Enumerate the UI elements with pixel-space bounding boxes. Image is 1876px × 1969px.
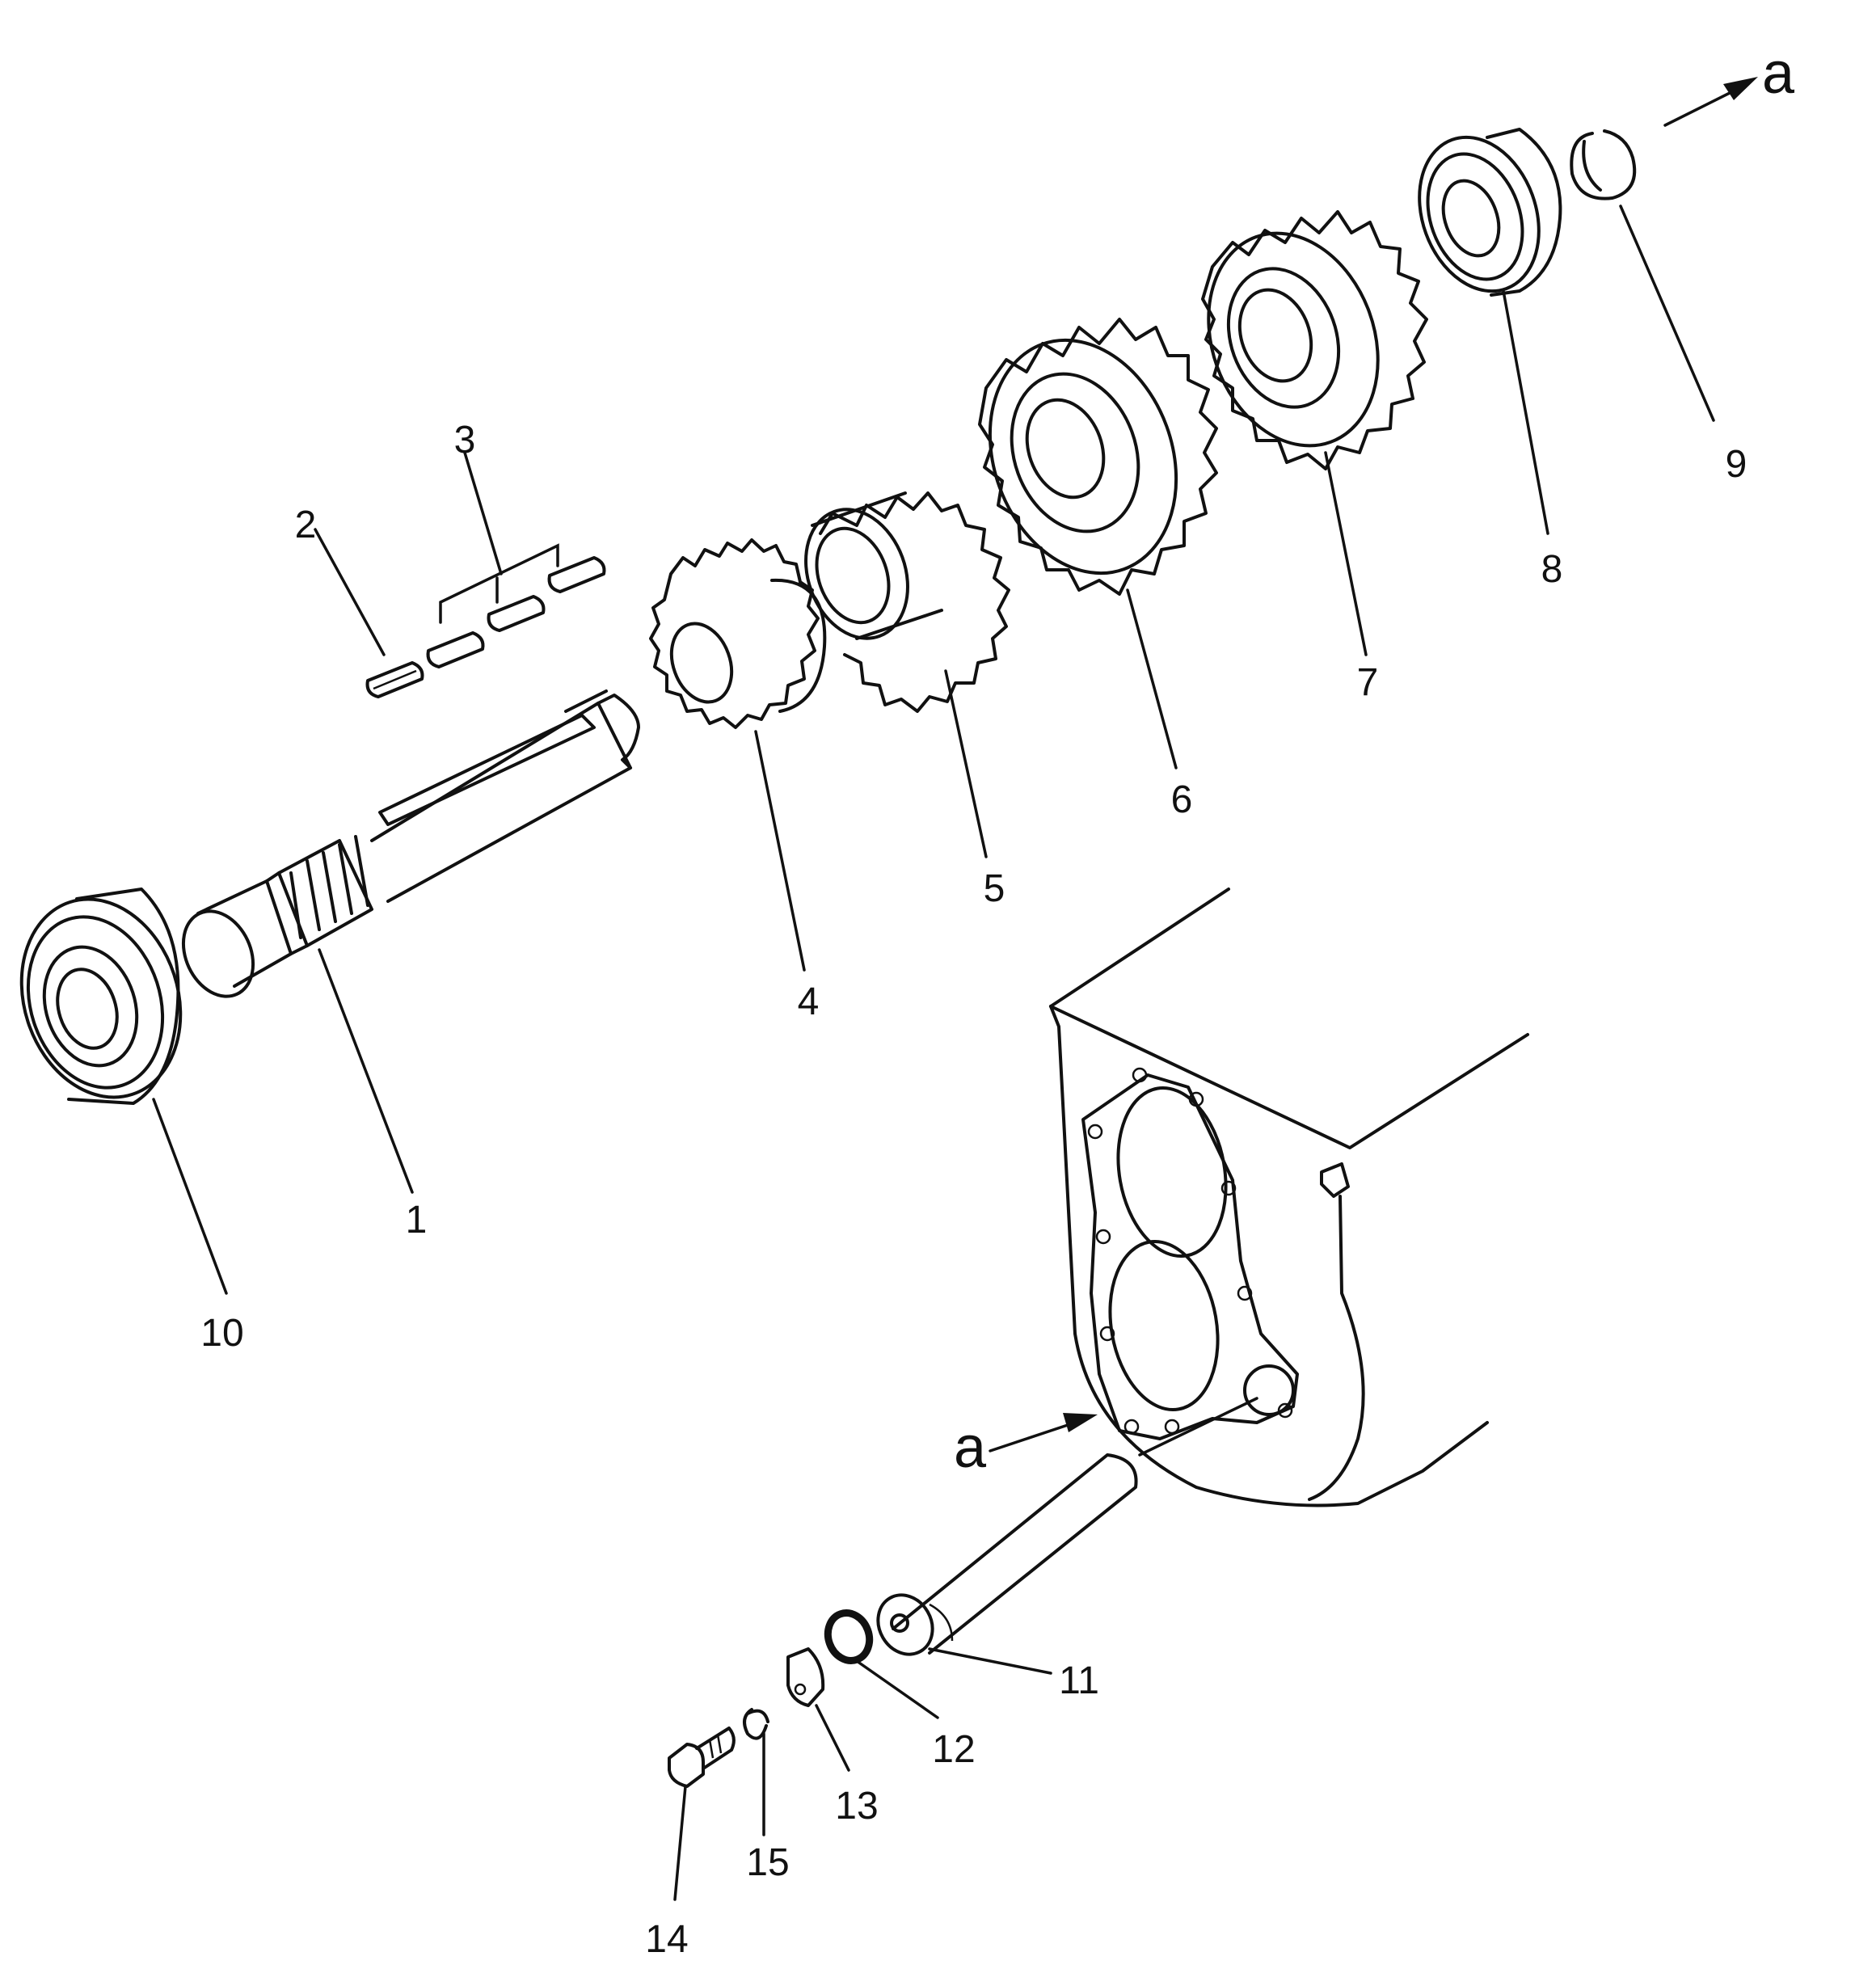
gear-6 [978, 318, 1218, 596]
callout-11: 11 [1059, 1659, 1099, 1702]
callout-4: 4 [798, 980, 820, 1023]
callout-14: 14 [645, 1918, 688, 1961]
view-marker-bottom: a [954, 1415, 987, 1480]
callout-10: 10 [200, 1312, 243, 1355]
roller-bearing-10 [19, 888, 183, 1105]
snap-ring-9 [1570, 129, 1637, 200]
gear-case [1049, 888, 1529, 1507]
gear-7 [1201, 210, 1428, 470]
callout-3: 3 [454, 419, 476, 462]
splined-shaft-1 [181, 689, 640, 998]
callout-1: 1 [406, 1199, 428, 1242]
callout-9: 9 [1726, 443, 1747, 486]
view-arrow-bottom [989, 1413, 1098, 1453]
callout-5: 5 [984, 867, 1005, 910]
callout-7: 7 [1357, 661, 1379, 704]
keys-3 [426, 451, 606, 668]
callout-12: 12 [932, 1728, 975, 1771]
callout-2: 2 [295, 504, 317, 546]
bolt-14 [668, 1727, 736, 1788]
view-marker-top: a [1762, 41, 1795, 106]
o-ring-12 [824, 1609, 874, 1664]
callout-13: 13 [835, 1785, 878, 1828]
washer-15 [743, 1708, 769, 1740]
callout-8: 8 [1541, 548, 1563, 591]
pin-11 [876, 1453, 1138, 1656]
view-arrow-top [1663, 77, 1758, 127]
ball-bearing-8 [1418, 128, 1562, 297]
callout-6: 6 [1171, 778, 1193, 821]
key-2 [365, 661, 424, 698]
gear-4 [649, 538, 827, 729]
lock-plate-13 [786, 1647, 825, 1707]
callout-15: 15 [746, 1841, 789, 1884]
leader-lines [152, 204, 1715, 1901]
gear-5 [804, 491, 1010, 713]
